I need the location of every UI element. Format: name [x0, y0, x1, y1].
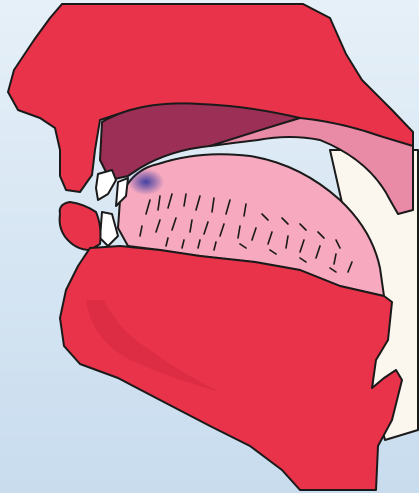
- contact-point: [128, 169, 164, 195]
